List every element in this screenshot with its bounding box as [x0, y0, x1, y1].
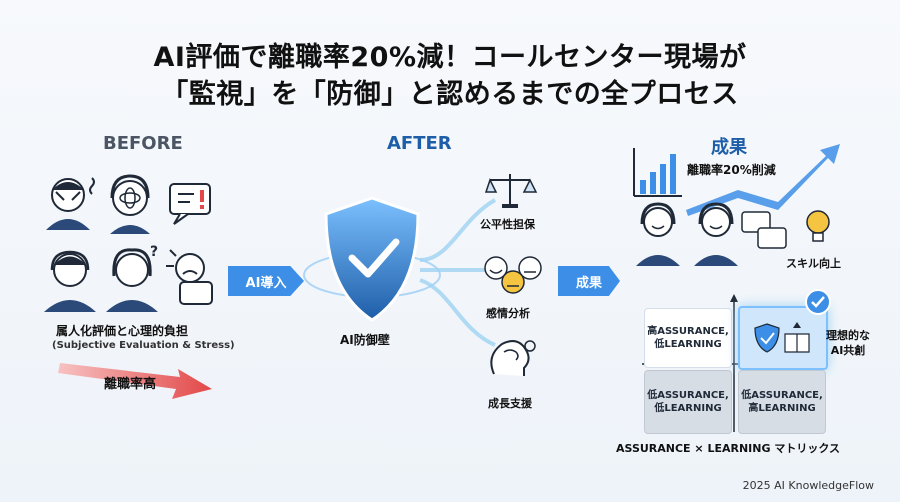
ai-shield-icon — [303, 196, 496, 347]
after-item-emotion: 感情分析 — [486, 307, 530, 320]
lightbulb-icon — [806, 210, 830, 242]
skill-up-label: スキル向上 — [786, 257, 841, 270]
turnover-up-arrow-icon — [58, 363, 212, 399]
svg-text:?: ? — [150, 244, 158, 260]
before-heading: BEFORE — [103, 133, 183, 154]
before-caption: 属人化評価と心理的負担 — [56, 324, 189, 338]
before-turnover-label: 離職率高 — [104, 377, 157, 392]
brain-growth-icon — [490, 340, 536, 376]
before-caption-en: (Subjective Evaluation & Stress) — [52, 340, 235, 351]
matrix-caption: ASSURANCE × LEARNING マトリックス — [616, 442, 840, 455]
after-item-fairness: 公平性担保 — [480, 218, 535, 231]
turnover-down-label: 離職率20%削減 — [687, 163, 776, 177]
female-agent-icon: ? — [106, 244, 158, 312]
matrix-ideal-label: 理想的な AI共創 — [826, 329, 870, 358]
check-badge-icon — [805, 289, 831, 315]
stressed-agent-icon — [46, 177, 95, 230]
title-line-1: AI評価で離職率20%減！コールセンター現場が — [153, 42, 747, 73]
scales-icon — [484, 174, 538, 208]
upset-chat-icon — [166, 249, 213, 305]
happy-agents-icon — [636, 202, 830, 266]
matrix-cell-top-right — [738, 306, 828, 370]
result-arrow: 成果 — [558, 266, 620, 296]
result-heading: 成果 — [711, 137, 747, 158]
shield-label: AI防御壁 — [340, 333, 390, 347]
shield-book-icon — [754, 322, 810, 353]
title-line-2: 「監視」を「防御」と認めるまでの全プロセス — [161, 79, 739, 110]
copyright: 2025 AI KnowledgeFlow — [742, 479, 874, 492]
alert-speech-icon — [169, 183, 211, 225]
after-item-growth: 成長支援 — [488, 397, 532, 410]
male-agent-icon — [44, 250, 96, 312]
emotion-faces-icon — [484, 256, 542, 294]
matrix-cell-top-left: 高ASSURANCE, 低LEARNING — [644, 308, 732, 368]
matrix-cell-bottom-right: 低ASSURANCE, 高LEARNING — [738, 370, 826, 434]
growth-chart-arrow-icon — [633, 144, 840, 216]
ai-introduction-arrow: AI導入 — [228, 266, 304, 296]
headset-brain-icon — [110, 174, 150, 234]
after-heading: AFTER — [387, 133, 452, 154]
before-illustrations: ? — [44, 174, 213, 312]
matrix-cell-bottom-left: 低ASSURANCE, 低LEARNING — [644, 370, 732, 434]
